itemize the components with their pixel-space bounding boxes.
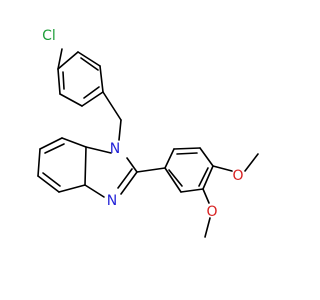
- bond: [202, 165, 214, 190]
- bond-layer: [37, 48, 259, 238]
- oxygen-atom-label-lower: O: [206, 204, 217, 220]
- bond: [164, 167, 182, 193]
- bond: [37, 175, 60, 193]
- structure-canvas: Cl N N O O: [37, 28, 259, 238]
- bond: [57, 51, 79, 70]
- bond: [118, 119, 122, 141]
- bond: [58, 184, 86, 193]
- bond: [126, 157, 138, 173]
- bond: [244, 153, 259, 172]
- bond: [136, 167, 166, 173]
- bond: [61, 137, 87, 148]
- bond: [204, 217, 211, 238]
- bond: [117, 168, 133, 189]
- bond: [85, 146, 112, 154]
- bond: [102, 91, 122, 121]
- bond: [198, 167, 209, 187]
- atom-label-layer: Cl N N O O: [42, 28, 243, 220]
- bond: [168, 169, 183, 187]
- nitrogen-atom-label-n3: N: [107, 193, 117, 209]
- bond: [84, 146, 87, 186]
- bond: [57, 48, 63, 70]
- bond: [62, 71, 65, 90]
- bond: [120, 171, 138, 195]
- bond: [37, 148, 41, 177]
- bond: [99, 65, 104, 93]
- bond: [39, 137, 63, 150]
- bond: [77, 51, 101, 67]
- bond: [57, 68, 61, 95]
- oxygen-atom-label-upper: O: [232, 168, 243, 184]
- bond: [80, 57, 99, 71]
- bond: [176, 152, 198, 155]
- bond: [199, 147, 214, 167]
- bond: [83, 86, 100, 99]
- bond: [180, 188, 204, 193]
- bond: [84, 184, 105, 198]
- chlorine-atom-label: Cl: [42, 28, 56, 44]
- bond: [81, 91, 104, 107]
- nitrogen-atom-label-n1: N: [110, 141, 120, 157]
- bond: [173, 147, 201, 150]
- bond: [59, 93, 83, 107]
- bond: [42, 172, 61, 187]
- bond: [202, 188, 210, 204]
- bond: [212, 165, 233, 172]
- bond: [44, 143, 65, 154]
- bond: [164, 148, 175, 169]
